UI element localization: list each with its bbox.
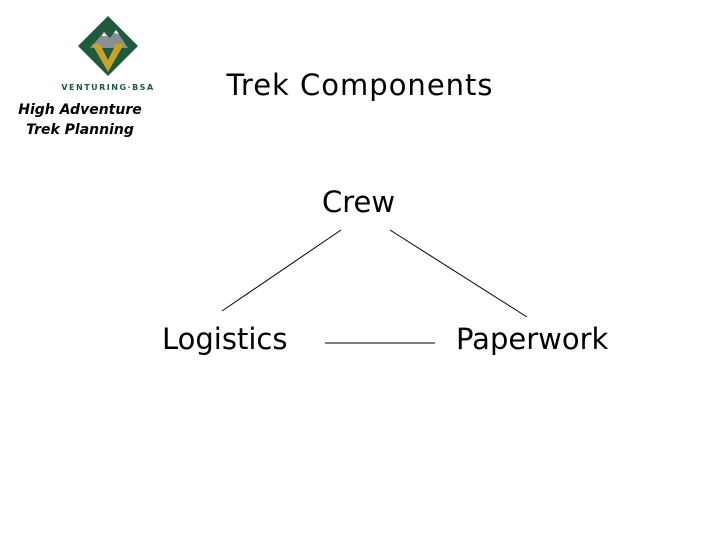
org-caption-line-1: High Adventure	[18, 102, 142, 118]
slide-title: Trek Components	[226, 68, 494, 102]
node-paperwork: Paperwork	[456, 322, 609, 356]
org-caption-line-2: Trek Planning	[26, 122, 134, 138]
logo-v-mark	[92, 44, 124, 72]
node-logistics: Logistics	[162, 322, 288, 356]
node-crew: Crew	[322, 185, 396, 219]
connector-crew-logistics	[221, 229, 342, 312]
logo-mountain	[90, 30, 128, 48]
connector-crew-paperwork	[389, 229, 528, 318]
venturing-bsa-logo: VENTURING·BSA	[52, 14, 164, 94]
logo-wordmark: VENTURING·BSA	[61, 83, 154, 92]
org-caption: High Adventure Trek Planning	[10, 100, 150, 140]
